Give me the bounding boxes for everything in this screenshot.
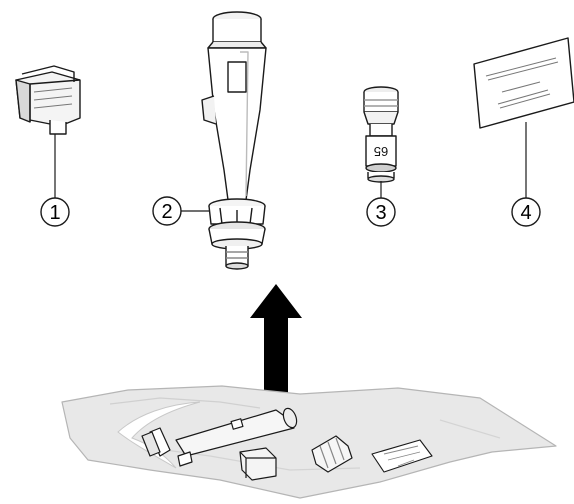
part-4-label-card: [474, 38, 574, 128]
plastic-bag: [62, 386, 556, 498]
unpack-arrow: [250, 284, 302, 400]
part-2-tube: [202, 12, 266, 269]
callout-2-label: 2: [161, 201, 172, 223]
callout-1-label: 1: [49, 202, 60, 224]
callout-4-label: 4: [520, 202, 531, 224]
part-3-valve: [364, 87, 398, 182]
callout-3-label: 3: [375, 202, 386, 224]
callout-2: 2: [153, 197, 181, 225]
callout-3: 3: [367, 198, 395, 226]
callout-4: 4: [512, 198, 540, 226]
bag-part-cap: [240, 448, 276, 480]
part-1-cap: [16, 66, 80, 134]
callout-1: 1: [41, 198, 69, 226]
valve-number-marking: 65: [374, 144, 388, 159]
